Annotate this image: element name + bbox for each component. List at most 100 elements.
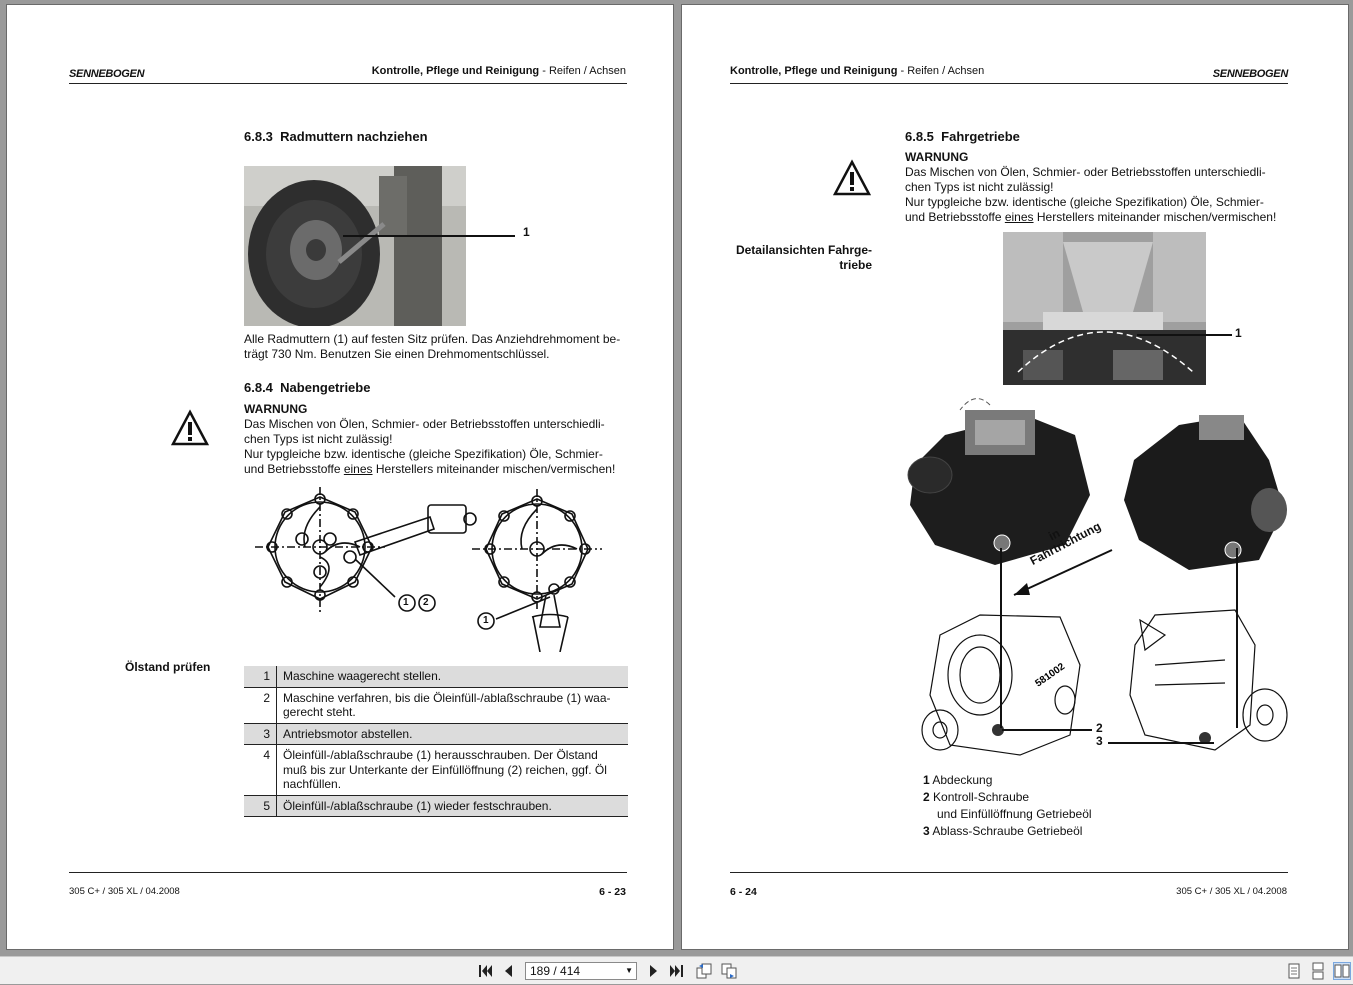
rotate-right-icon[interactable] bbox=[720, 962, 738, 980]
footer-model: 305 C+ / 305 XL / 04.2008 bbox=[1176, 886, 1287, 897]
legend-number: 1 bbox=[923, 773, 930, 787]
gearbox-photo-left bbox=[905, 395, 1095, 575]
step-row: 3 Antriebsmotor abstellen. bbox=[244, 723, 628, 745]
step-line: gerecht steht. bbox=[283, 705, 356, 719]
diagram-label-1: 1 bbox=[403, 597, 409, 608]
warning-block: WARNUNG Das Mischen von Ölen, Schmier- o… bbox=[244, 402, 615, 477]
warning-line: Das Mischen von Ölen, Schmier- oder Betr… bbox=[905, 165, 1266, 179]
direction-arrow-icon bbox=[1013, 549, 1113, 596]
footer-model: 305 C+ / 305 XL / 04.2008 bbox=[69, 886, 180, 897]
warning-text: Herstellers miteinander mischen/vermisch… bbox=[372, 462, 616, 476]
hub-oil-diagram bbox=[255, 487, 602, 652]
step-number: 5 bbox=[244, 795, 277, 817]
section-title: Fahrgetriebe bbox=[941, 129, 1020, 144]
photo-callout-1: 1 bbox=[523, 225, 530, 239]
page-number: 6 - 24 bbox=[730, 886, 757, 898]
callout-2: 2 bbox=[1096, 721, 1103, 735]
two-page-icon[interactable] bbox=[1333, 962, 1351, 980]
section-title: Radmuttern nachziehen bbox=[280, 129, 428, 144]
legend-number: 2 bbox=[923, 790, 930, 804]
chevron-down-icon: ▼ bbox=[625, 966, 633, 975]
step-text: Öleinfüll-/ablaßschraube (1) herausschra… bbox=[276, 744, 628, 796]
step-number: 4 bbox=[244, 744, 277, 796]
step-text: Öleinfüll-/ablaßschraube (1) wieder fest… bbox=[276, 795, 628, 817]
last-page-icon[interactable] bbox=[668, 962, 686, 980]
callout-line-3 bbox=[1108, 742, 1214, 744]
sennebogen-logo: SENNEBOGEN bbox=[69, 68, 145, 80]
side-label-oil-check: Ölstand prüfen bbox=[125, 660, 211, 674]
step-number: 3 bbox=[244, 723, 277, 745]
callout-arrow-right bbox=[1236, 548, 1238, 728]
single-page-icon[interactable] bbox=[1285, 962, 1303, 980]
gearbox-drawing-left: 581002 bbox=[921, 614, 1081, 756]
warning-line: und Betriebsstoffe eines Herstellers mit… bbox=[905, 210, 1276, 225]
section-title: Nabengetriebe bbox=[280, 380, 371, 395]
section-683-text: Alle Radmuttern (1) auf festen Sitz prüf… bbox=[244, 332, 620, 362]
callout-1: 1 bbox=[1235, 326, 1242, 340]
header-chapter: Kontrolle, Pflege und Reinigung bbox=[730, 65, 898, 77]
warning-block: WARNUNG Das Mischen von Ölen, Schmier- o… bbox=[905, 150, 1276, 225]
legend-text: Kontroll-Schraube bbox=[933, 790, 1030, 804]
section-number: 6.8.5 bbox=[905, 129, 934, 144]
legend-item: 2 Kontroll-Schraube bbox=[923, 789, 1092, 806]
step-row: 5 Öleinfüll-/ablaßschraube (1) wieder fe… bbox=[244, 795, 628, 817]
warning-title: WARNUNG bbox=[244, 402, 308, 416]
step-row: 1 Maschine waagerecht stellen. bbox=[244, 666, 628, 688]
diagram-label-2: 2 bbox=[423, 597, 429, 608]
warning-emphasis: eines bbox=[343, 462, 373, 476]
legend-item: 1 Abdeckung bbox=[923, 772, 1092, 789]
callout-3: 3 bbox=[1096, 734, 1103, 748]
legend-text: und Einfüllöffnung Getriebeöl bbox=[937, 807, 1092, 821]
header-rule bbox=[730, 83, 1288, 84]
page-number: 6 - 23 bbox=[599, 886, 626, 898]
footer-rule bbox=[730, 872, 1288, 873]
warning-line: Nur typgleiche bzw. identische (gleiche … bbox=[244, 447, 603, 461]
warning-line: und Betriebsstoffe eines Herstellers mit… bbox=[244, 462, 615, 477]
warning-line: Das Mischen von Ölen, Schmier- oder Betr… bbox=[244, 417, 605, 431]
next-page-icon[interactable] bbox=[644, 962, 662, 980]
step-number: 2 bbox=[244, 687, 277, 724]
first-page-icon[interactable] bbox=[476, 962, 494, 980]
diagram-label-1-right: 1 bbox=[483, 615, 489, 626]
step-line: Öleinfüll-/ablaßschraube (1) herausschra… bbox=[283, 748, 598, 762]
step-line: Antriebsmotor abstellen. bbox=[283, 726, 413, 741]
warning-text: Herstellers miteinander mischen/vermisch… bbox=[1033, 210, 1277, 224]
cover-photo bbox=[1003, 232, 1206, 385]
warning-triangle-icon bbox=[170, 409, 210, 446]
warning-text: und Betriebsstoffe bbox=[244, 462, 344, 476]
wheel-nut-photo bbox=[244, 166, 466, 326]
step-text: Maschine verfahren, bis die Öleinfüll-/a… bbox=[276, 687, 628, 724]
footer-rule bbox=[69, 872, 627, 873]
gearbox-photo-right bbox=[1119, 400, 1289, 575]
warning-text: und Betriebsstoffe bbox=[905, 210, 1005, 224]
page-header: Kontrolle, Pflege und Reinigung - Reifen… bbox=[730, 65, 984, 77]
header-separator: - bbox=[897, 65, 908, 77]
viewer-toolbar: 189 / 414 ▼ bbox=[0, 956, 1353, 984]
warning-emphasis: eines bbox=[1004, 210, 1034, 224]
parts-legend: 1 Abdeckung 2 Kontroll-Schraube und Einf… bbox=[923, 772, 1092, 840]
section-684-heading: 6.8.4 Nabengetriebe bbox=[244, 380, 370, 395]
legend-number: 3 bbox=[923, 824, 930, 838]
section-683-heading: 6.8.3 Radmuttern nachziehen bbox=[244, 129, 428, 144]
prev-page-icon[interactable] bbox=[500, 962, 518, 980]
legend-item: 3 Ablass-Schraube Getriebeöl bbox=[923, 823, 1092, 840]
step-line: Öleinfüll-/ablaßschraube (1) wieder fest… bbox=[283, 798, 552, 813]
step-text: Maschine waagerecht stellen. bbox=[276, 666, 628, 688]
header-topic: Reifen / Achsen bbox=[907, 65, 985, 77]
step-line: muß bis zur Unterkante der Einfüllöffnun… bbox=[283, 762, 607, 777]
rotate-left-icon[interactable] bbox=[695, 962, 713, 980]
section-685-heading: 6.8.5 Fahrgetriebe bbox=[905, 129, 1020, 144]
step-line: nachfüllen. bbox=[283, 777, 342, 791]
section-number: 6.8.3 bbox=[244, 129, 273, 144]
step-row: 4 Öleinfüll-/ablaßschraube (1) heraussch… bbox=[244, 744, 628, 796]
continuous-page-icon[interactable] bbox=[1309, 962, 1327, 980]
legend-text: Abdeckung bbox=[932, 773, 993, 787]
left-page: SENNEBOGEN Kontrolle, Pflege und Reinigu… bbox=[6, 4, 674, 950]
header-chapter: Kontrolle, Pflege und Reinigung bbox=[371, 65, 540, 77]
header-separator: - bbox=[539, 65, 549, 77]
step-row: 2 Maschine verfahren, bis die Öleinfüll-… bbox=[244, 687, 628, 724]
section-number: 6.8.4 bbox=[244, 380, 273, 395]
text-line: trägt 730 Nm. Benutzen Sie einen Drehmom… bbox=[244, 347, 550, 361]
warning-line: Nur typgleiche bzw. identische (gleiche … bbox=[905, 195, 1264, 209]
page-number-select[interactable]: 189 / 414 ▼ bbox=[525, 962, 637, 980]
